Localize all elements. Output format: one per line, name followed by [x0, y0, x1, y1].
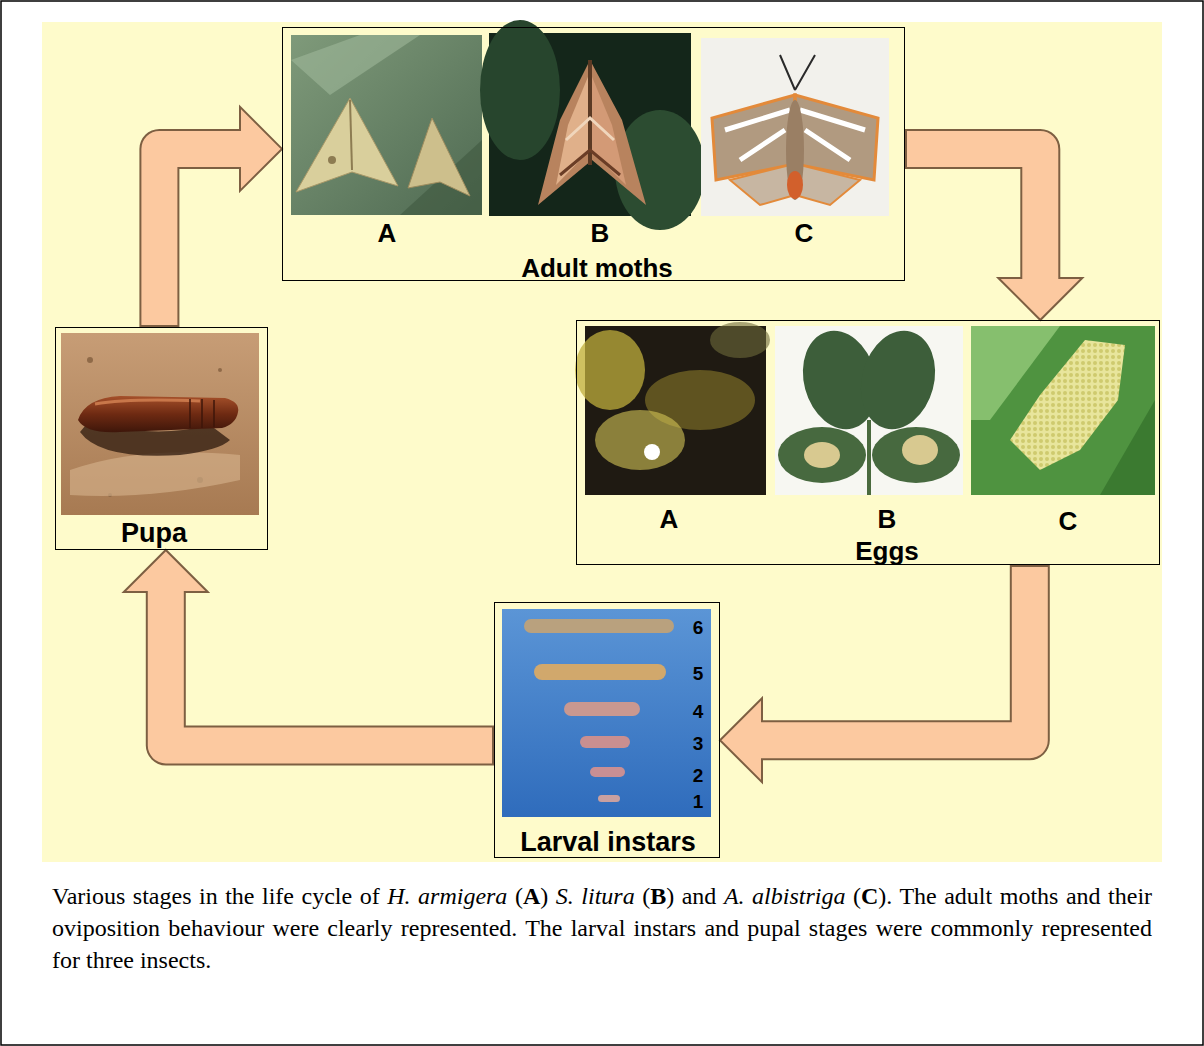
- species-name: S. litura: [556, 883, 635, 909]
- stage-title: Pupa: [121, 520, 187, 547]
- arrow-shaft-outline: [762, 565, 1030, 740]
- arrow-head: [240, 107, 282, 191]
- photo-letter: C: [795, 220, 814, 246]
- stage-box: 6 5 4 3 2 1Larval instars: [494, 602, 720, 858]
- species-letter: C: [861, 883, 878, 909]
- arrow-head: [124, 550, 208, 592]
- stage-title: Adult moths: [521, 255, 673, 281]
- arrow-head: [720, 698, 762, 782]
- stage-box: Pupa: [55, 327, 268, 550]
- arrow-shaft: [907, 149, 1040, 281]
- cycle-arrow: [905, 149, 1082, 320]
- arrow-shaft-outline: [166, 592, 494, 745]
- stage-box: A B C Adult moths: [282, 27, 905, 281]
- cycle-arrow: [720, 565, 1030, 782]
- arrow-shaft-outline: [905, 149, 1040, 278]
- photo-letter: B: [878, 506, 897, 532]
- instar-number: 1: [693, 792, 704, 811]
- species-letter: A: [523, 883, 540, 909]
- instar-number: 2: [693, 766, 704, 785]
- cycle-arrow: [124, 550, 494, 745]
- instar-number: 6: [693, 618, 704, 637]
- species-name: A. albistriga: [724, 883, 846, 909]
- photo-letter: B: [591, 220, 610, 246]
- stage-title: Larval instars: [520, 829, 696, 856]
- arrow-shaft: [759, 567, 1030, 740]
- instar-number: 4: [693, 702, 704, 721]
- instar-number: 3: [693, 734, 704, 753]
- instar-number: 5: [693, 664, 704, 683]
- arrow-head: [998, 278, 1082, 320]
- arrow-shaft: [166, 589, 492, 745]
- stage-title: Eggs: [855, 538, 919, 564]
- arrow-shaft: [159, 149, 243, 325]
- species-letter: B: [650, 883, 666, 909]
- photo-letter: C: [1059, 508, 1078, 534]
- photo-letter: A: [378, 220, 397, 246]
- species-name: H. armigera: [387, 883, 507, 909]
- photo-letter: A: [660, 506, 679, 532]
- cycle-arrow: [159, 107, 282, 327]
- stage-box: A B C Eggs: [576, 320, 1160, 565]
- figure-caption: Various stages in the life cycle of H. a…: [52, 880, 1152, 976]
